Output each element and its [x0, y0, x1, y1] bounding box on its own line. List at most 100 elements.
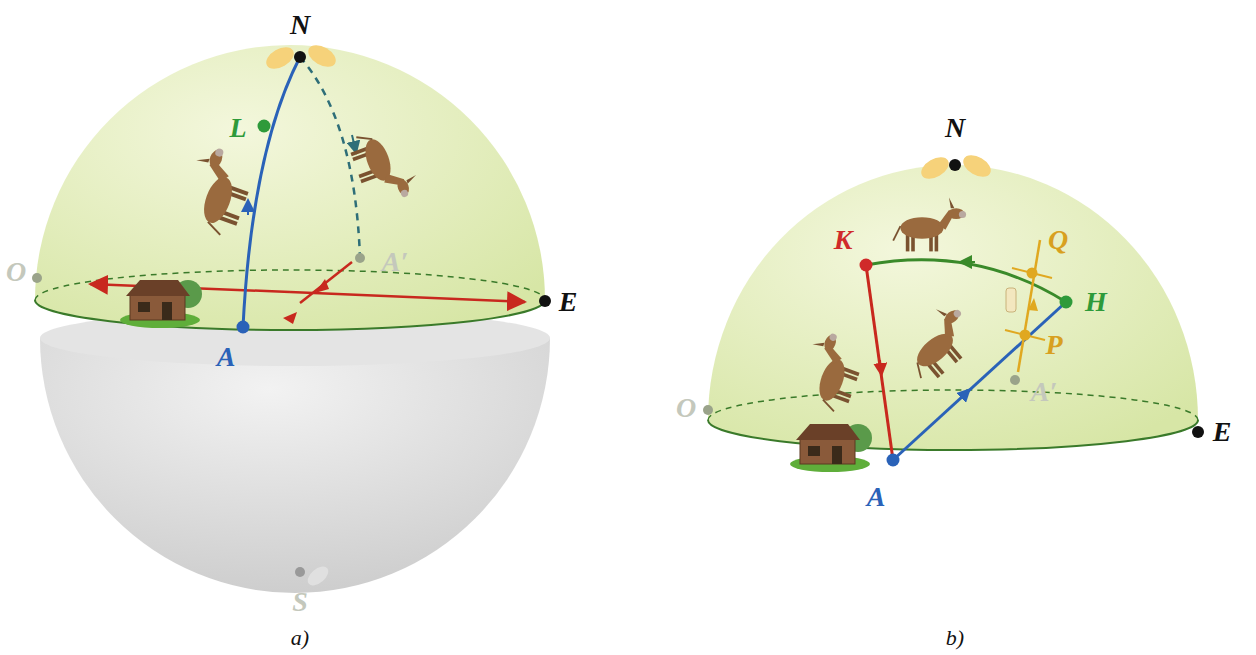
point-label: A′: [1031, 378, 1058, 406]
donkey: [893, 298, 984, 386]
drawing-part: [949, 197, 954, 208]
drawing-part: [1028, 298, 1038, 311]
drawing-part: [1060, 296, 1073, 309]
drawing-part: [304, 563, 331, 589]
drawing-part: [305, 41, 340, 72]
drawing-part: [352, 135, 355, 148]
point-label: Q: [1048, 226, 1068, 254]
drawing-part: [703, 405, 713, 415]
drawing-part: [406, 175, 418, 184]
drawing-part: [708, 420, 1198, 450]
drawing-part: [1010, 375, 1020, 385]
drawing-part: [1012, 268, 1052, 278]
drawing-part: [918, 153, 953, 184]
point-label: L: [229, 114, 246, 142]
drawing-part: [1027, 268, 1038, 279]
points-b: [703, 159, 1204, 467]
meridian-paths: [243, 57, 360, 327]
equator-arrows: [90, 262, 525, 324]
drawing-part: [138, 302, 150, 312]
drawing-part: [900, 217, 943, 239]
drawing-part: [866, 265, 893, 460]
point-label: A′: [382, 248, 409, 276]
drawing-part: [812, 339, 824, 348]
drawing-part: [832, 446, 842, 464]
point-label: A: [867, 483, 886, 511]
drawing-part: [295, 567, 305, 577]
drawing-part: [207, 148, 224, 169]
haystack: [918, 151, 995, 184]
upper-hemisphere: [35, 45, 545, 330]
drawing-part: [35, 45, 545, 330]
drawing-part: [290, 292, 525, 302]
point-label: H: [1085, 288, 1107, 316]
drawing-part: [35, 300, 545, 330]
donkey: [175, 142, 259, 239]
drawing-part: [820, 400, 836, 412]
drawing-part: [808, 446, 820, 456]
drawing-part: [959, 211, 966, 218]
drawing-part: [860, 259, 873, 272]
point-label: N: [290, 11, 310, 39]
drawing-part: [214, 147, 224, 157]
point-label: E: [1213, 418, 1232, 446]
drawing-part: [800, 438, 855, 464]
drawing-part: [162, 302, 172, 320]
drawing-part: [196, 155, 209, 165]
house: [790, 424, 872, 472]
drawing-part: [829, 333, 838, 342]
point-label: K: [834, 226, 853, 254]
drawing-part: [1005, 330, 1045, 340]
drawing-part: [32, 273, 42, 283]
dome: [708, 165, 1198, 450]
drawing-part: [887, 454, 900, 467]
drawing-part: [796, 424, 860, 440]
transport-line: [1005, 240, 1052, 372]
drawing-part: [960, 393, 966, 399]
drawing-part: [814, 356, 849, 404]
drawing-part: [880, 360, 881, 370]
drawing-part: [283, 312, 297, 324]
drawing-part: [258, 120, 271, 133]
drawing-part: [893, 226, 900, 240]
panel-caption: a): [291, 627, 309, 649]
point-label: P: [1045, 331, 1062, 359]
drawing-part: [539, 295, 551, 307]
drawing-part: [243, 57, 300, 327]
drawing-part: [356, 132, 372, 144]
drawing-part: [1020, 330, 1031, 341]
house: [120, 280, 202, 328]
donkey: [346, 122, 422, 209]
points-a: [32, 51, 551, 589]
haystack: [263, 41, 340, 74]
drawing-part: [263, 43, 298, 74]
point-label: A: [217, 343, 236, 371]
drawing-part: [237, 321, 250, 334]
drawing-part: [936, 306, 947, 318]
drawing-part: [300, 262, 352, 303]
drawing-part: [35, 270, 545, 300]
triangle-paths: [866, 260, 1066, 460]
drawing-part: [40, 338, 550, 593]
lower-hemisphere: [40, 310, 550, 593]
panel-caption: b): [946, 627, 964, 649]
drawing-part: [205, 222, 223, 235]
drawing-part: [199, 173, 238, 226]
drawing-part: [952, 309, 962, 319]
drawing-part: [400, 189, 409, 198]
point-label: S: [292, 588, 308, 616]
drawing-part: [1006, 288, 1016, 312]
donkey: [893, 197, 966, 251]
drawing-part: [949, 159, 961, 171]
drawing-part: [126, 280, 190, 296]
drawing-part: [893, 302, 1066, 460]
point-label: E: [559, 288, 578, 316]
drawing-part: [1018, 240, 1040, 372]
drawing-part: [965, 261, 975, 263]
drawing-part: [355, 253, 365, 263]
point-label: O: [676, 394, 696, 422]
drawing-part: [960, 151, 995, 182]
drawing-part: [247, 205, 249, 215]
